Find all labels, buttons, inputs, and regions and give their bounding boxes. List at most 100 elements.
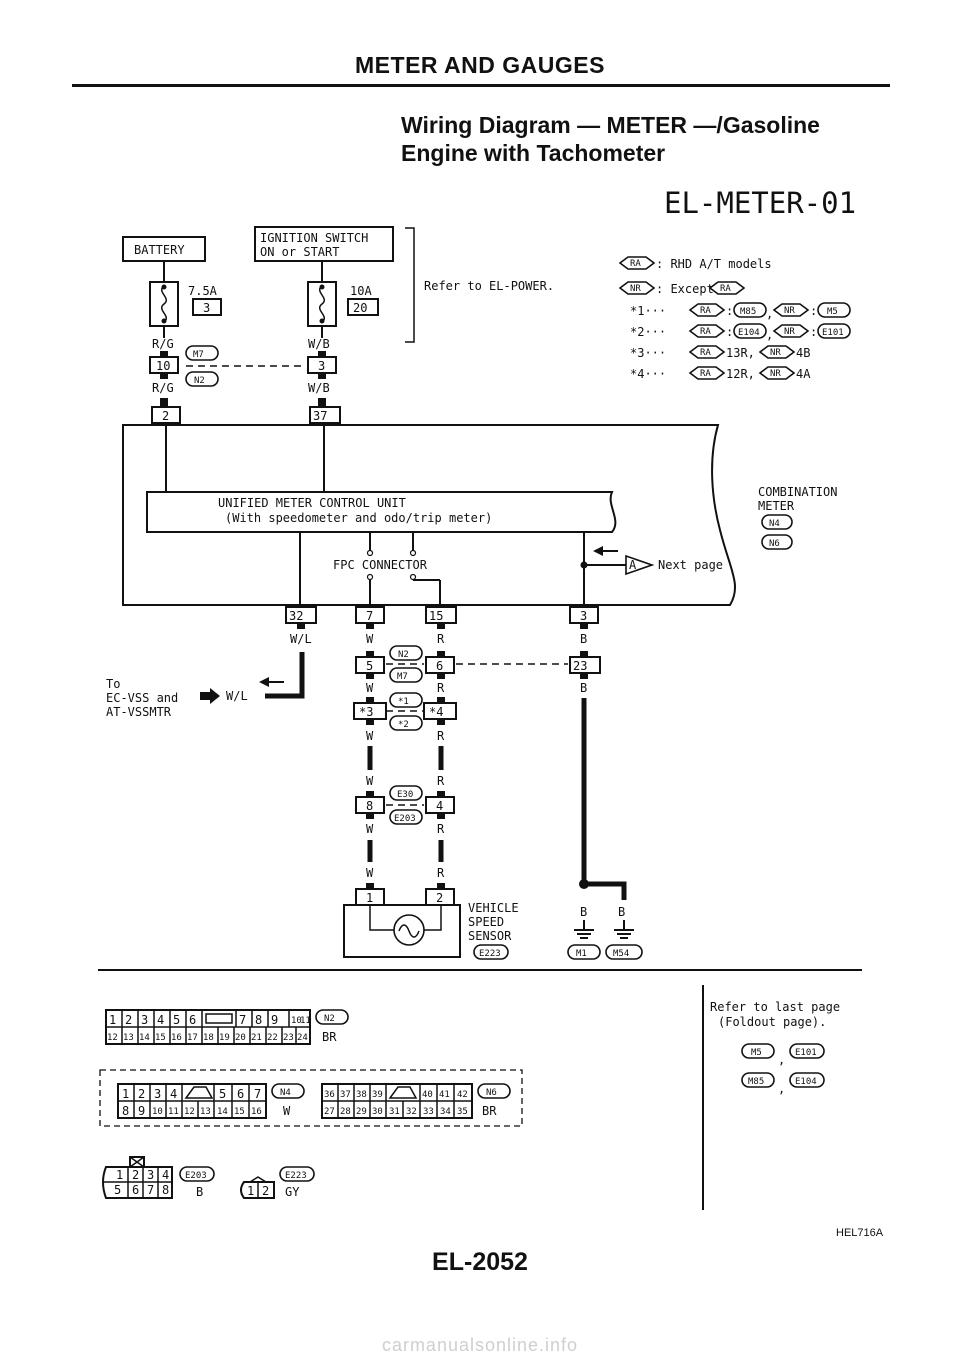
speed-sensor-label-2: SPEED bbox=[468, 915, 504, 929]
terminal-stub bbox=[437, 719, 445, 725]
n6-pin: 37 bbox=[340, 1090, 351, 1100]
fuse-2-number-box bbox=[347, 298, 379, 316]
tag-m7-label: M7 bbox=[397, 672, 408, 682]
fpc-pin bbox=[366, 573, 374, 581]
pin-star4: *4 bbox=[429, 705, 443, 719]
wire-label-b: B bbox=[618, 905, 625, 919]
legend-comma: , bbox=[766, 307, 773, 321]
e203-pin: 1 bbox=[116, 1168, 123, 1182]
tag-e223-label: E223 bbox=[479, 949, 501, 959]
e223-color: GY bbox=[285, 1185, 300, 1199]
wire-label-w: W bbox=[366, 866, 374, 880]
tag-m85-label: M85 bbox=[740, 307, 756, 317]
speed-sensor-label-3: SENSOR bbox=[468, 929, 512, 943]
terminal-stub bbox=[437, 883, 445, 889]
terminal-stub bbox=[160, 351, 168, 357]
terminal-stub bbox=[366, 883, 374, 889]
pin-10: 10 bbox=[156, 359, 170, 373]
legend-colon: : bbox=[726, 325, 733, 339]
tag-nr bbox=[618, 281, 656, 295]
e203-color: B bbox=[196, 1185, 203, 1199]
tag-ra-label: RA bbox=[630, 259, 641, 269]
n2-color: BR bbox=[322, 1030, 337, 1044]
wire-label-w: W bbox=[366, 632, 374, 646]
tag-star1 bbox=[389, 692, 423, 708]
legend-star3-nr: 4B bbox=[796, 346, 810, 360]
combination-meter-outline bbox=[122, 424, 737, 606]
connector-e223-outline bbox=[240, 1181, 275, 1199]
ignition-label-2: ON or START bbox=[260, 245, 339, 259]
terminal-stub bbox=[580, 623, 588, 629]
page-title-line-2: Engine with Tachometer bbox=[401, 140, 666, 166]
pin-1: 1 bbox=[366, 891, 373, 905]
pin-15: 15 bbox=[429, 609, 443, 623]
n6-pin: 39 bbox=[372, 1090, 383, 1100]
lock-tab-mark bbox=[129, 1156, 145, 1168]
tag-m85 bbox=[741, 1072, 775, 1088]
tag-e104-label: E104 bbox=[795, 1077, 817, 1087]
tag-e203-label: E203 bbox=[185, 1171, 207, 1181]
fuse-element-2 bbox=[319, 285, 325, 323]
wire-label-b: B bbox=[580, 632, 587, 646]
direction-arrow-left bbox=[200, 688, 220, 704]
ignition-label-1: IGNITION SWITCH bbox=[260, 231, 368, 245]
tag-ra-label: RA bbox=[700, 348, 711, 358]
tag-e101 bbox=[789, 1043, 825, 1059]
e203-pin: 4 bbox=[162, 1168, 169, 1182]
terminal-stub bbox=[160, 398, 168, 406]
tag-n2-label: N2 bbox=[398, 650, 409, 660]
n6-color: BR bbox=[482, 1104, 497, 1118]
tag-n4 bbox=[271, 1083, 305, 1099]
tag-e203 bbox=[389, 809, 423, 825]
power-bracket bbox=[405, 227, 415, 343]
n2-pin: 8 bbox=[255, 1013, 262, 1027]
fuse-terminal bbox=[161, 284, 167, 290]
tag-m5 bbox=[741, 1043, 775, 1059]
tag-e104 bbox=[733, 323, 767, 339]
wire-label-r: R bbox=[437, 866, 445, 880]
tag-m5 bbox=[817, 302, 851, 318]
n4-pin: 10 bbox=[152, 1107, 163, 1117]
terminal-stub bbox=[366, 813, 374, 819]
pin-7: 7 bbox=[366, 609, 373, 623]
terminal-stub bbox=[297, 623, 305, 629]
pin-star3: *3 bbox=[359, 705, 373, 719]
connector-e203-face: 1 2 3 4 5 6 7 8 E203 B bbox=[102, 1156, 215, 1199]
next-page-marker bbox=[625, 554, 655, 576]
tag-nr-label: NR bbox=[770, 369, 781, 379]
pin-2: 2 bbox=[162, 409, 169, 423]
tag-m7 bbox=[389, 667, 423, 683]
fpc-pin bbox=[409, 573, 417, 581]
tag-e203 bbox=[179, 1166, 215, 1182]
n4-pin: 16 bbox=[251, 1107, 262, 1117]
next-page-marker-letter: A bbox=[629, 558, 637, 572]
watermark: carmanualsonline.info bbox=[381, 1335, 579, 1355]
n2-pin: 2 bbox=[125, 1013, 132, 1027]
tag-m54-label: M54 bbox=[613, 949, 629, 959]
wire-label-w: W bbox=[366, 729, 374, 743]
wire-label-wl-2: W/L bbox=[226, 689, 248, 703]
tag-e104 bbox=[789, 1072, 825, 1088]
tag-m5-label: M5 bbox=[751, 1048, 762, 1058]
tag-e104-label: E104 bbox=[738, 328, 760, 338]
n6-pin: 36 bbox=[324, 1090, 335, 1100]
terminal-stub bbox=[437, 673, 445, 679]
n2-pin: 15 bbox=[155, 1033, 166, 1043]
tag-nr-label: NR bbox=[784, 306, 795, 316]
n4-pin: 7 bbox=[254, 1087, 261, 1101]
sensor-lead bbox=[369, 905, 394, 931]
tag-nr-label: NR bbox=[784, 327, 795, 337]
figure-code: HEL716A bbox=[836, 1227, 884, 1239]
legend-nr-def: : Except bbox=[656, 282, 714, 296]
n4-pin: 15 bbox=[234, 1107, 245, 1117]
tag-e30-label: E30 bbox=[397, 790, 413, 800]
tag-ra bbox=[688, 366, 726, 380]
tag-n2 bbox=[185, 371, 219, 387]
terminal-stub bbox=[366, 623, 374, 629]
n4-pin: 12 bbox=[184, 1107, 195, 1117]
connector-lock bbox=[388, 1086, 418, 1099]
tag-n2 bbox=[389, 645, 423, 661]
tag-ra-label: RA bbox=[700, 369, 711, 379]
n2-pin: 22 bbox=[267, 1033, 278, 1043]
